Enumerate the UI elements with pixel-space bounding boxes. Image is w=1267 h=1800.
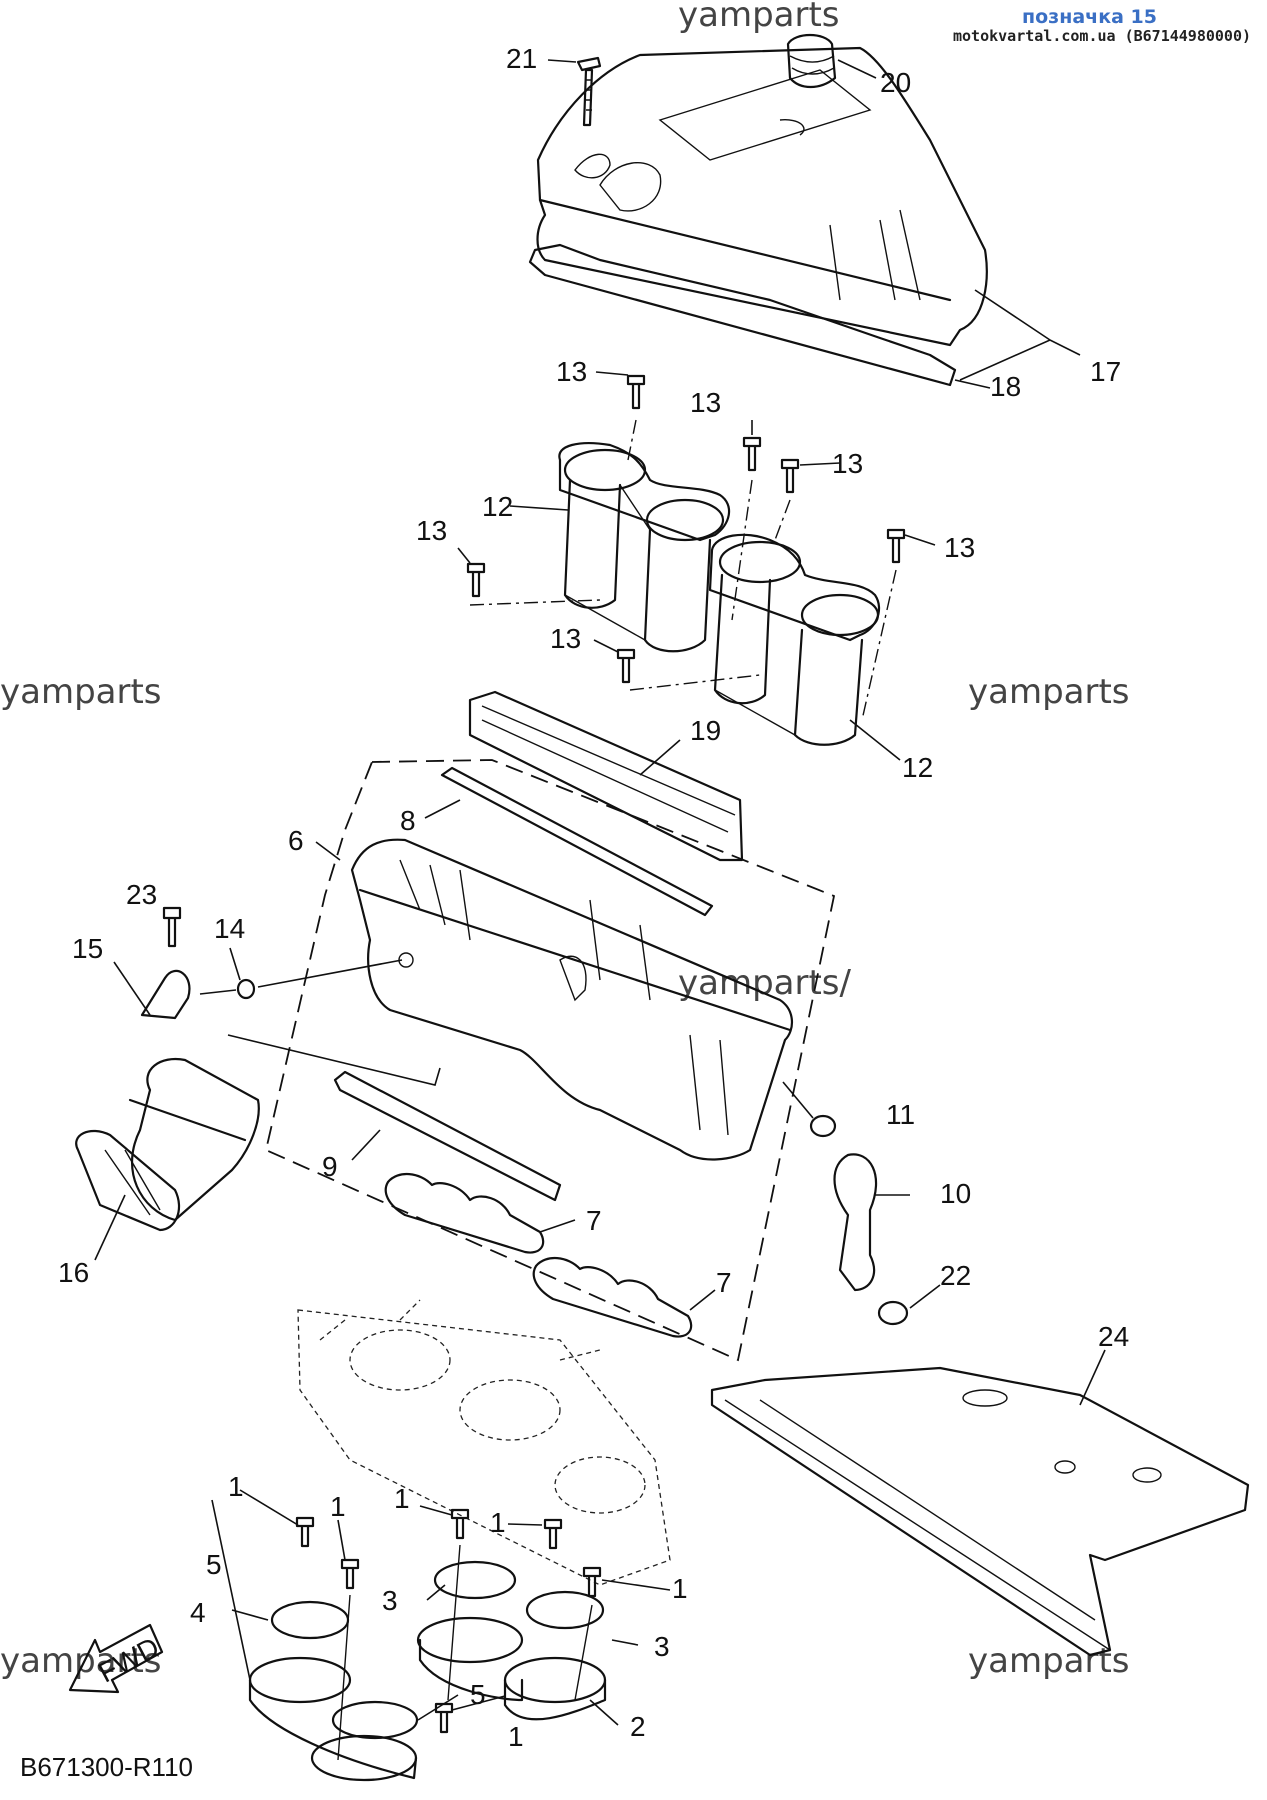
- callout-7-a: 7: [586, 1205, 602, 1236]
- watermark-bottom-right: yamparts: [968, 1641, 1130, 1681]
- callout-1-e: 1: [672, 1573, 688, 1604]
- bracket-bolt: [162, 906, 182, 948]
- callout-5-b: 5: [470, 1679, 486, 1710]
- intake-gasket-upper: [384, 1173, 545, 1254]
- watermark-bottom-left: yamparts: [0, 1641, 162, 1681]
- callout-21: 21: [506, 43, 537, 74]
- air-filter-element: [468, 690, 744, 862]
- callout-19: 19: [690, 715, 721, 746]
- callout-13-e: 13: [416, 515, 447, 546]
- case-seal: [333, 1070, 562, 1202]
- callout-23: 23: [126, 879, 157, 910]
- leader-lines: [94, 59, 1106, 1726]
- watermark-center: yamparts/: [678, 963, 852, 1003]
- watermark-right: yamparts: [968, 672, 1130, 712]
- cover-screw: [576, 56, 602, 127]
- callout-14: 14: [214, 913, 245, 944]
- callout-13-b: 13: [690, 387, 721, 418]
- intake-duct: [75, 1057, 260, 1232]
- callout-8: 8: [400, 805, 416, 836]
- intake-gasket-lower: [532, 1257, 693, 1338]
- grommet: [786, 33, 837, 89]
- callout-20: 20: [880, 67, 911, 98]
- callout-18: 18: [990, 371, 1021, 402]
- intake-funnel-left: [558, 442, 731, 653]
- filter-seal: [440, 766, 714, 917]
- callout-3-a: 3: [382, 1585, 398, 1616]
- callout-13-f: 13: [550, 623, 581, 654]
- reference-title: позначка 15: [1022, 6, 1157, 28]
- callout-5-a: 5: [206, 1549, 222, 1580]
- diagram-code: B671300-R110: [20, 1752, 193, 1782]
- intake-funnel-right: [708, 533, 881, 746]
- callout-16: 16: [58, 1257, 89, 1288]
- callout-22: 22: [940, 1260, 971, 1291]
- callout-labels: 21 20 17 18 13 13 13 13 13 13 12 12 19 8…: [58, 43, 1129, 1752]
- cover-gasket: [528, 243, 957, 387]
- callout-3-b: 3: [654, 1631, 670, 1662]
- callout-13-d: 13: [944, 532, 975, 563]
- callout-6: 6: [288, 825, 304, 856]
- air-box-assembly-outline: [264, 759, 836, 1362]
- stay-bracket: [140, 969, 191, 1020]
- bolts-13: [466, 374, 906, 684]
- heat-shield-plate: [710, 1366, 1250, 1657]
- watermark-top: yamparts: [678, 0, 840, 35]
- throttle-body-reference: [297, 1299, 671, 1586]
- callout-1-c: 1: [394, 1483, 410, 1514]
- air-box-case: [350, 838, 793, 1161]
- callout-4: 4: [190, 1597, 206, 1628]
- callout-7-b: 7: [716, 1267, 732, 1298]
- callout-1-b: 1: [330, 1491, 346, 1522]
- joint-clamp-assembly: [248, 1560, 607, 1782]
- callout-1-a: 1: [228, 1471, 244, 1502]
- damper-grommet: [236, 978, 256, 1000]
- breather-hose: [833, 1153, 878, 1292]
- watermark-left: yamparts: [0, 672, 162, 712]
- callout-10: 10: [940, 1178, 971, 1209]
- air-cleaner-cover: [536, 46, 988, 347]
- callout-2: 2: [630, 1711, 646, 1742]
- callout-9: 9: [322, 1151, 338, 1182]
- callout-15: 15: [72, 933, 103, 964]
- callout-12-b: 12: [902, 752, 933, 783]
- hose-clamp-upper: [809, 1114, 837, 1138]
- callout-1-f: 1: [508, 1721, 524, 1752]
- source-reference: motokvartal.com.ua (B67144980000): [952, 27, 1251, 45]
- callout-1-d: 1: [490, 1507, 506, 1538]
- callout-17: 17: [1090, 356, 1121, 387]
- callout-24: 24: [1098, 1321, 1129, 1352]
- callout-11: 11: [886, 1099, 915, 1130]
- callout-12-a: 12: [482, 491, 513, 522]
- callout-13-c: 13: [832, 448, 863, 479]
- hose-clamp-lower: [877, 1300, 909, 1326]
- callout-13-a: 13: [556, 356, 587, 387]
